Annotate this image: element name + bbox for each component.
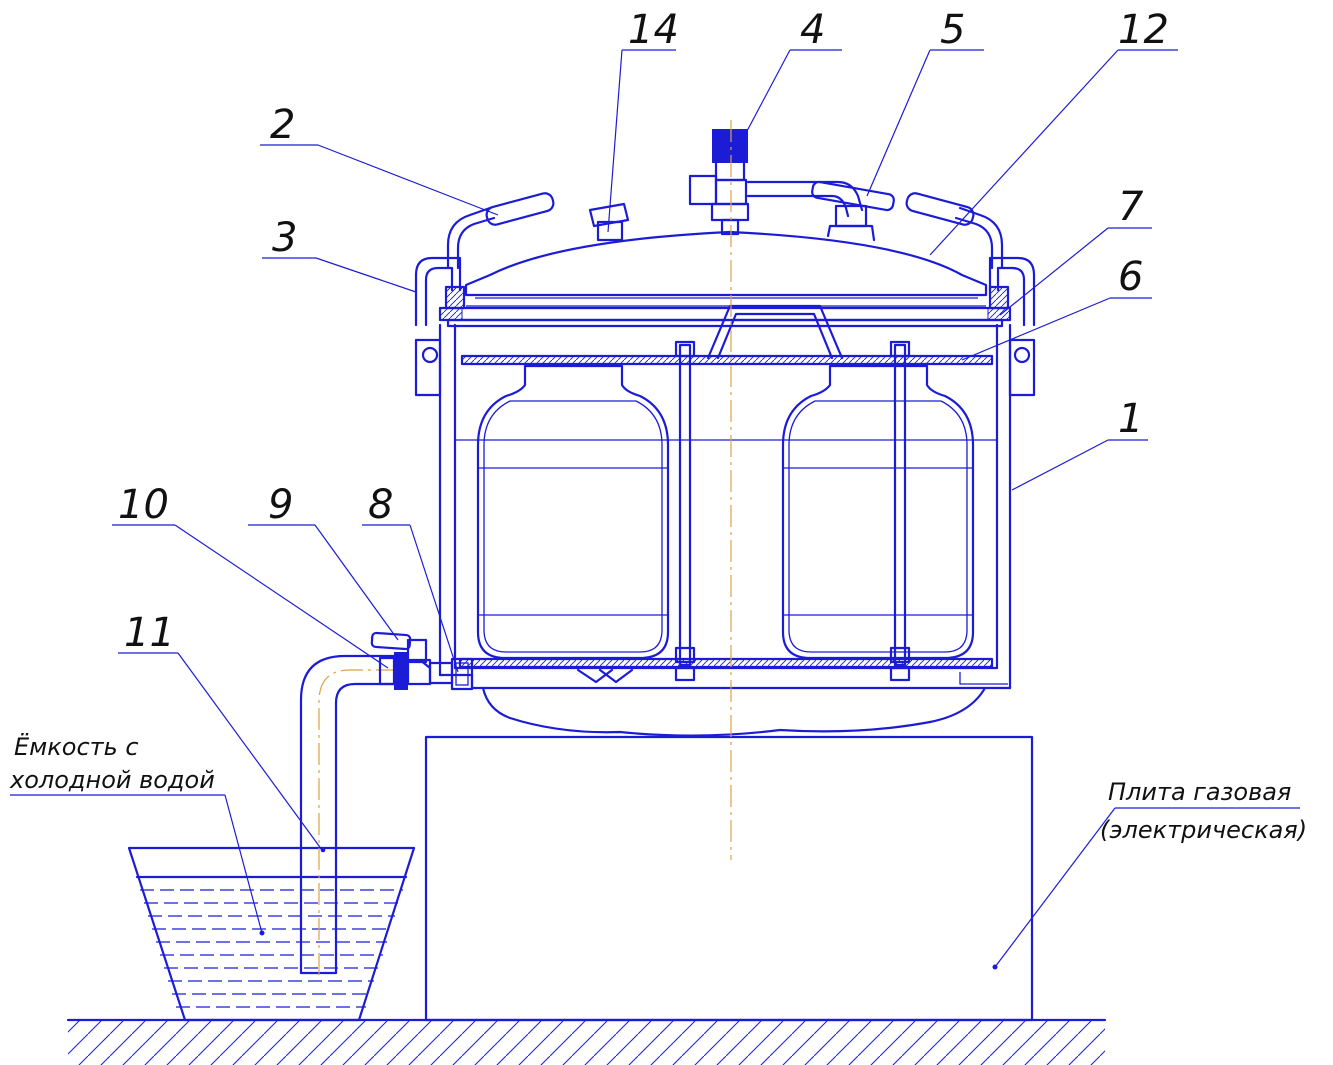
jar-right xyxy=(781,364,975,660)
cold-water-container xyxy=(127,846,416,1022)
captions: Ёмкость с холодной водой Плита газовая (… xyxy=(9,732,1307,844)
vent-valve xyxy=(588,202,630,242)
label-8: 8 xyxy=(368,482,393,528)
stove-caption-line1: Плита газовая xyxy=(1108,778,1291,806)
label-12: 12 xyxy=(1118,7,1169,53)
label-6: 6 xyxy=(1118,254,1143,300)
label-14: 14 xyxy=(628,7,679,53)
lid xyxy=(438,230,1012,360)
pot-body xyxy=(414,323,1036,737)
stove xyxy=(424,735,1034,1022)
side-handles xyxy=(414,192,1036,327)
leader-lines xyxy=(10,49,1300,968)
tie-rods xyxy=(674,340,911,682)
jar-left xyxy=(476,364,670,660)
part-numbers: 1 2 3 4 5 12 14 7 6 8 9 10 11 xyxy=(118,7,1169,656)
drain-valve xyxy=(370,631,474,691)
upper-rack xyxy=(460,354,994,366)
label-11: 11 xyxy=(124,610,175,656)
safety-valve xyxy=(688,129,864,236)
drain-tube xyxy=(299,654,400,975)
container-caption-line2: холодной водой xyxy=(9,766,215,794)
label-2: 2 xyxy=(270,102,295,148)
ground xyxy=(66,1018,1107,1065)
label-4: 4 xyxy=(800,7,825,53)
container-caption-line1: Ёмкость с xyxy=(14,732,139,761)
manometer xyxy=(811,180,895,242)
label-9: 9 xyxy=(268,482,293,528)
label-3: 3 xyxy=(272,215,297,261)
side-lugs xyxy=(414,338,1036,397)
label-7: 7 xyxy=(1118,184,1144,230)
label-5: 5 xyxy=(940,7,965,53)
label-10: 10 xyxy=(118,482,169,528)
label-1: 1 xyxy=(1118,396,1143,442)
stove-caption-line2: (электрическая) xyxy=(1100,816,1307,844)
